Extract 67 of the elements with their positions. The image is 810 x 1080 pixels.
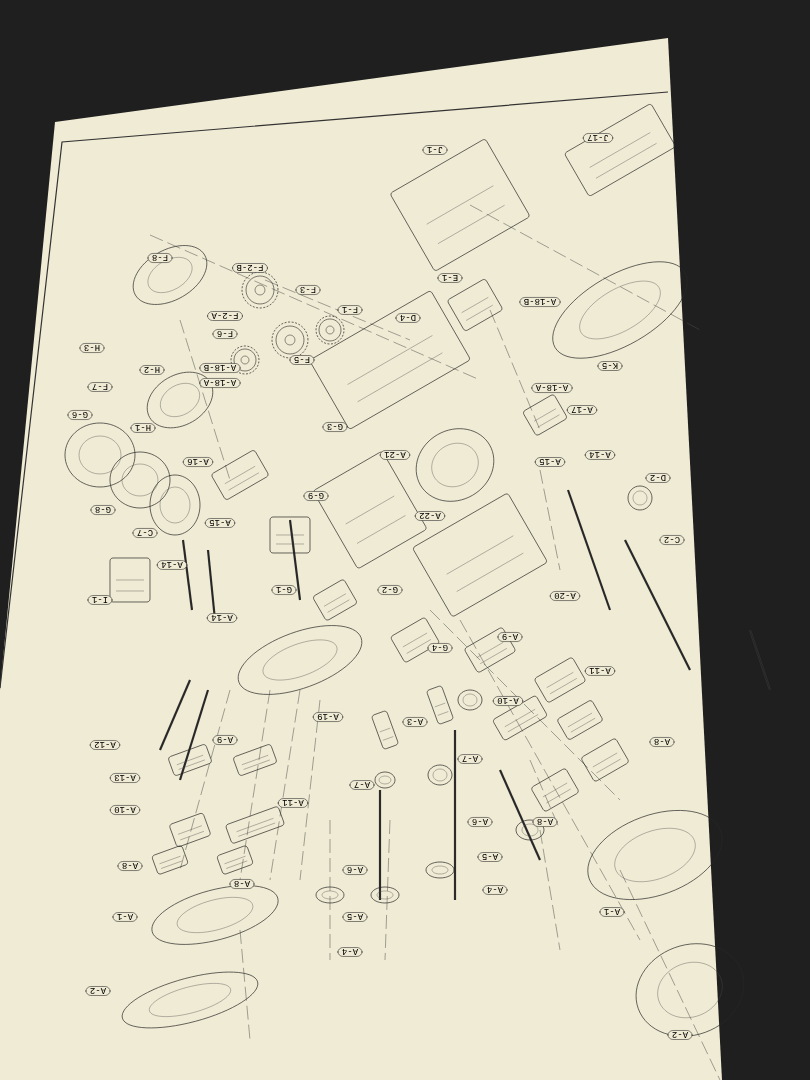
callout-number: A-7 [349, 780, 375, 790]
callout-number: F-7 [87, 382, 113, 392]
callout-number: A-15 [204, 518, 236, 528]
callout-number: A-21 [379, 450, 411, 460]
callout-number: A-8 [532, 817, 558, 827]
callout-number: G-6 [67, 410, 93, 420]
callout-number: A-18-B [519, 297, 561, 307]
callout-number: H-1 [130, 423, 156, 433]
callout-number: A-17 [566, 405, 598, 415]
callout-number: A-16 [182, 457, 214, 467]
callout-number: C-7 [132, 528, 158, 538]
callout-number: A-9 [212, 735, 238, 745]
callout-number: H-3 [79, 343, 105, 353]
callout-number: A-4 [482, 885, 508, 895]
callout-number: A-1 [599, 907, 625, 917]
callout-number: A-15 [534, 457, 566, 467]
callout-number: G-1 [271, 585, 297, 595]
callout-number: F-1 [337, 305, 363, 315]
callout-number: D-4 [395, 313, 421, 323]
callout-number: G-9 [303, 491, 329, 501]
callout-number: K-5 [597, 361, 623, 371]
callout-number: A-10 [109, 805, 141, 815]
callout-number: A-11 [277, 798, 309, 808]
callout-number: A-13 [109, 773, 141, 783]
callout-number: I-1 [87, 595, 113, 605]
callout-number: J-1 [422, 145, 448, 155]
callout-number: F-8 [147, 253, 173, 263]
callout-number: A-6 [467, 817, 493, 827]
callout-number: G-8 [90, 505, 116, 515]
callout-number: F-6 [212, 329, 238, 339]
callout-number: A-8 [649, 737, 675, 747]
callout-number: J-17 [582, 133, 614, 143]
callout-number: F-5 [289, 355, 315, 365]
callout-number: A-18-B [199, 363, 241, 373]
callout-number: A-5 [342, 912, 368, 922]
callout-number: A-20 [549, 591, 581, 601]
callout-number: A-8 [229, 879, 255, 889]
callout-number: A-14 [156, 560, 188, 570]
callout-number: G-4 [427, 643, 453, 653]
callout-number: F-2-B [232, 263, 268, 273]
callout-number: G-2 [377, 585, 403, 595]
callout-number: A-8 [117, 861, 143, 871]
callout-number: A-18-A [531, 383, 573, 393]
callout-number: A-1 [112, 912, 138, 922]
callout-number: A-11 [584, 666, 616, 676]
callout-number: C-2 [659, 535, 685, 545]
callout-number: A-7 [457, 754, 483, 764]
callout-number: A-12 [89, 740, 121, 750]
callout-number: A-2 [85, 986, 111, 996]
callout-number: A-14 [206, 613, 238, 623]
callout-number: F-3 [295, 285, 321, 295]
callout-number: D-2 [645, 473, 671, 483]
callout-number: A-2 [667, 1030, 693, 1040]
callout-number: F-2-A [207, 311, 243, 321]
callout-number: A-3 [402, 717, 428, 727]
callout-number: A-4 [337, 947, 363, 957]
callout-number: A-6 [342, 865, 368, 875]
callout-number: A-5 [477, 852, 503, 862]
callout-number: E-1 [437, 273, 463, 283]
callout-number: A-9 [497, 632, 523, 642]
callout-number: A-10 [492, 696, 524, 706]
callout-number: H-2 [139, 365, 165, 375]
callout-number: A-19 [312, 712, 344, 722]
callout-number: A-18-A [199, 378, 241, 388]
callout-number: A-14 [584, 450, 616, 460]
callout-number: A-22 [414, 511, 446, 521]
callout-number: G-3 [322, 422, 348, 432]
